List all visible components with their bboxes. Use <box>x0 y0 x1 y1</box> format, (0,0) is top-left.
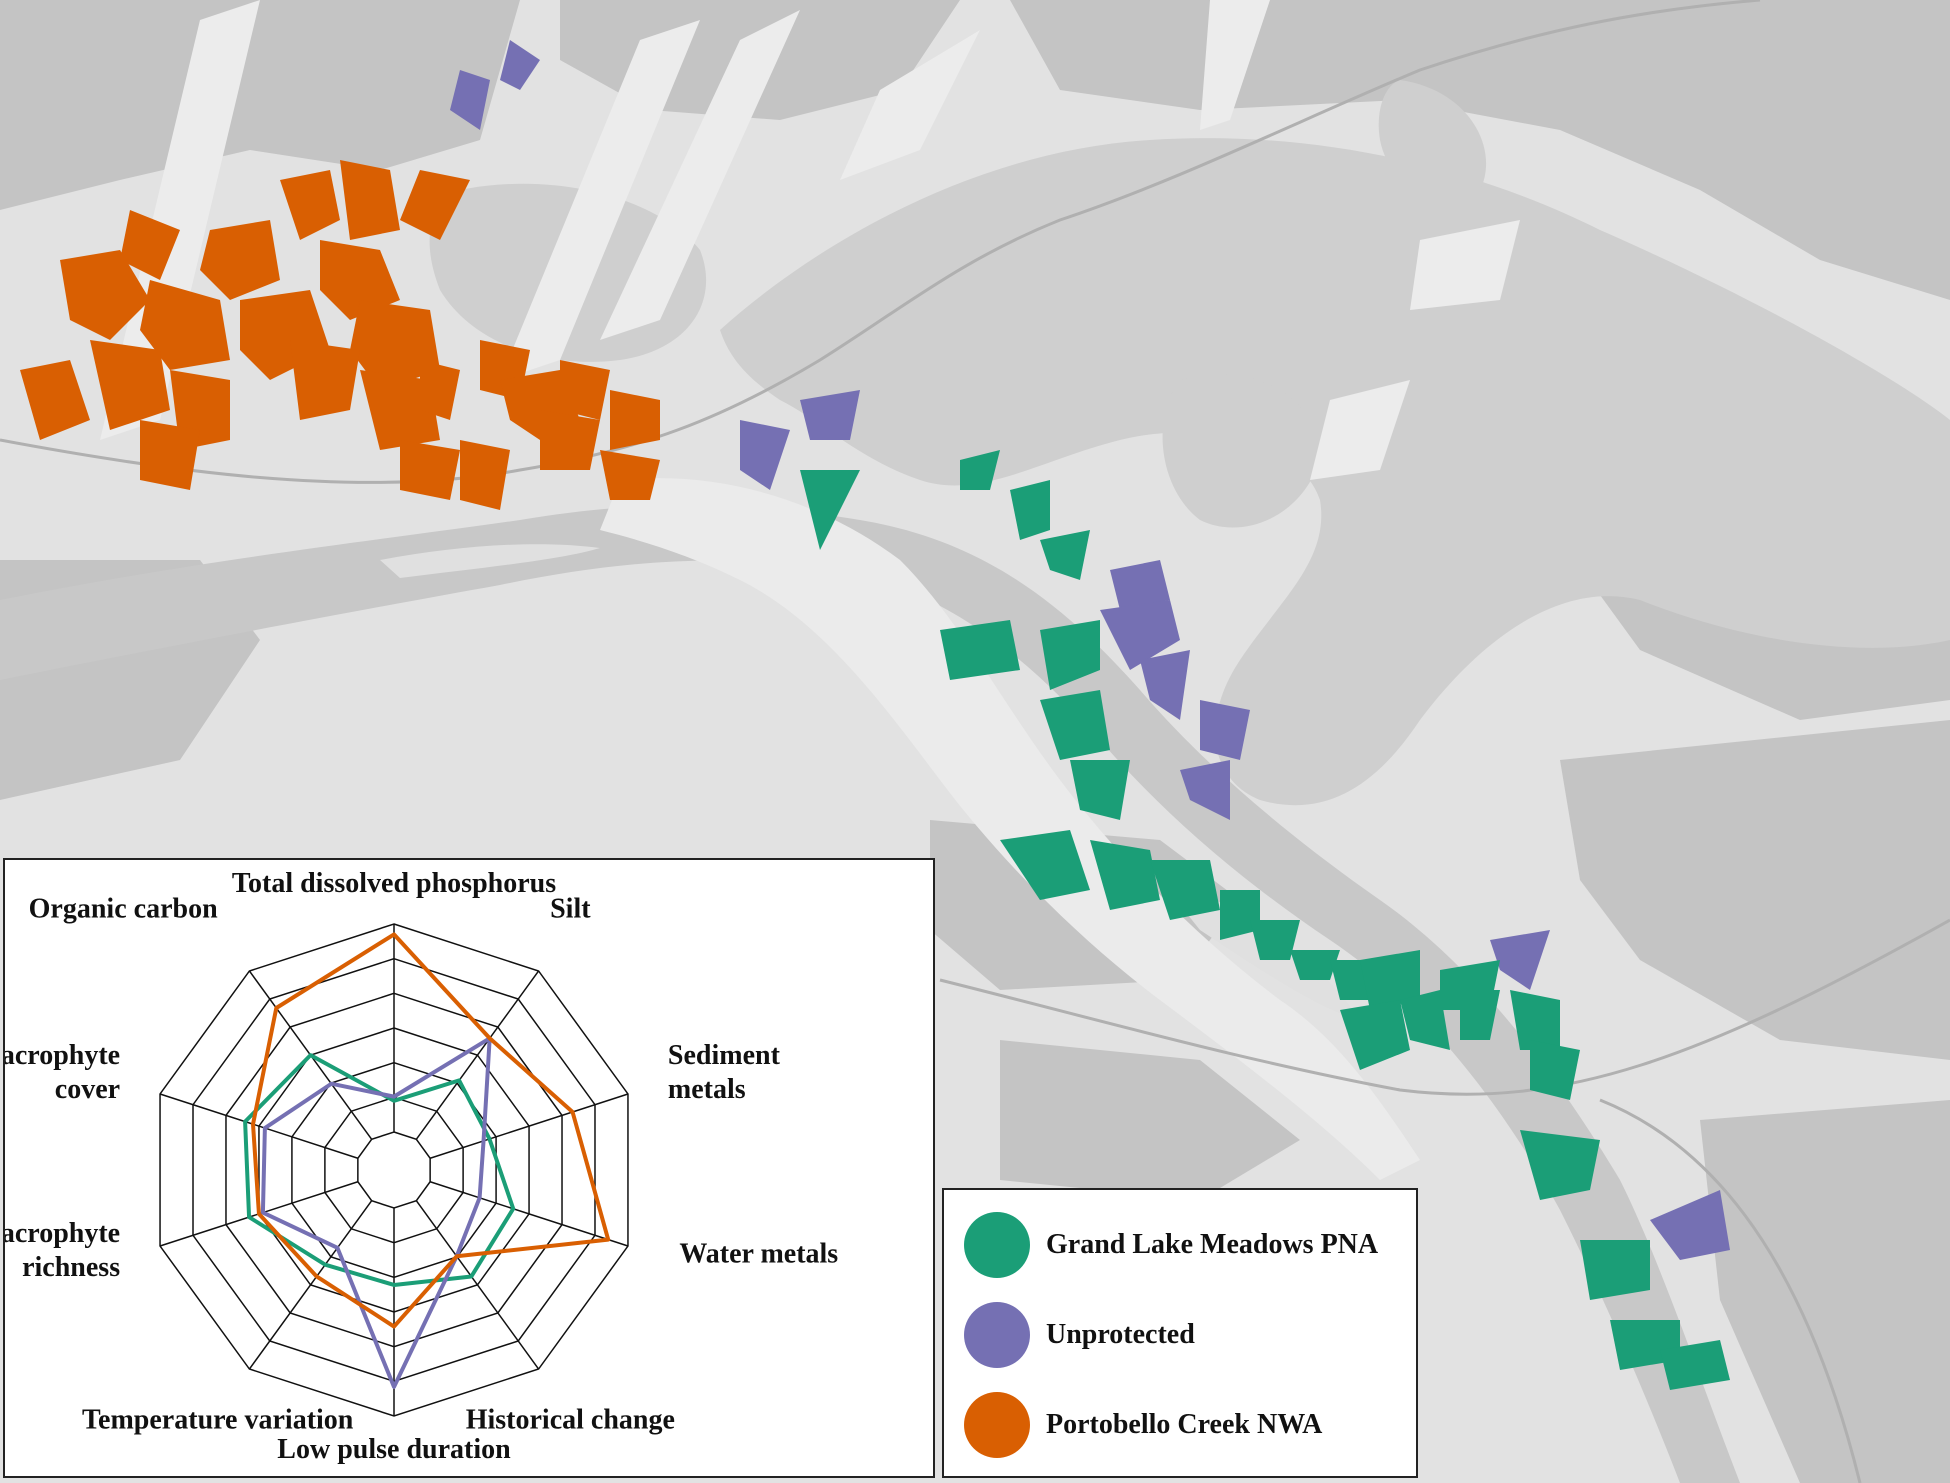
radar-grid-ring <box>357 1131 431 1209</box>
legend-item-unprotected: Unprotected <box>964 1302 1195 1368</box>
site-polygon <box>420 360 460 420</box>
site-polygon <box>1650 1190 1730 1260</box>
legend-label-portobello: Portobello Creek NWA <box>1046 1409 1323 1440</box>
radar-axis-label: Low pulse duration <box>277 1434 511 1465</box>
radar-spoke <box>429 1181 629 1247</box>
site-polygon <box>400 170 470 240</box>
site-polygon <box>600 450 660 500</box>
site-polygon <box>1200 700 1250 760</box>
radar-series-line <box>260 1036 492 1389</box>
site-polygon <box>1070 760 1130 820</box>
wetland-floodplain <box>600 478 1420 1181</box>
radar-axis-label: Temperature variation <box>82 1405 354 1436</box>
radar-series-line <box>243 1053 516 1287</box>
site-polygon <box>1660 1340 1730 1390</box>
site-polygon <box>400 440 460 500</box>
site-polygon <box>740 420 790 490</box>
sites-portobello <box>20 160 660 510</box>
radar-axis-label: Total dissolved phosphorus <box>232 868 556 899</box>
radar-spoke <box>248 1200 373 1370</box>
radar-spoke <box>415 1200 540 1370</box>
site-polygon <box>1520 1130 1600 1200</box>
radar-axis-label: Macrophytecover <box>5 1040 120 1105</box>
site-polygon <box>800 470 860 550</box>
radar-series-line <box>251 932 611 1329</box>
site-polygon <box>1510 990 1560 1050</box>
radar-spoke <box>429 1093 629 1159</box>
site-polygon <box>290 340 360 420</box>
site-polygon <box>1010 480 1050 540</box>
site-polygon <box>200 220 280 300</box>
radar-spoke <box>159 1093 359 1159</box>
legend-label-unprotected: Unprotected <box>1046 1319 1195 1350</box>
site-polygon <box>140 420 200 490</box>
site-polygon <box>1000 830 1090 900</box>
site-polygon <box>1490 930 1550 990</box>
legend: Grand Lake Meadows PNA Unprotected Porto… <box>942 1188 1418 1478</box>
site-polygon <box>1110 560 1170 610</box>
site-polygon <box>500 40 540 90</box>
site-polygon <box>350 300 440 390</box>
site-polygon <box>1460 990 1500 1040</box>
site-polygon <box>1250 920 1300 960</box>
site-polygon <box>320 240 400 320</box>
site-polygon <box>540 410 600 470</box>
radar-axis-label: Water metals <box>679 1239 838 1270</box>
site-polygon <box>960 450 1000 490</box>
site-polygon <box>1040 620 1100 690</box>
site-polygon <box>1580 1240 1650 1300</box>
legend-swatch-grand-lake <box>964 1212 1030 1278</box>
site-polygon <box>1220 890 1260 940</box>
site-polygon <box>1400 990 1450 1050</box>
site-polygon <box>1150 860 1220 920</box>
radar-axis-label: Historical change <box>466 1405 675 1436</box>
site-polygon <box>280 170 340 240</box>
sites-grand-lake <box>800 450 1730 1390</box>
radar-axis-label: Silt <box>550 893 591 924</box>
site-polygon <box>1180 760 1230 820</box>
radar-axis-label: Macrophyterichness <box>5 1218 120 1283</box>
site-polygon <box>940 620 1020 680</box>
radar-axis-label: Organic carbon <box>29 893 218 924</box>
site-polygon <box>1100 600 1180 670</box>
site-polygon <box>120 210 180 280</box>
site-polygon <box>610 390 660 450</box>
legend-swatch-portobello <box>964 1392 1030 1458</box>
legend-item-grand-lake: Grand Lake Meadows PNA <box>964 1212 1378 1278</box>
site-polygon <box>1530 1040 1580 1100</box>
site-polygon <box>60 250 150 340</box>
site-polygon <box>1360 950 1420 1010</box>
site-polygon <box>1290 950 1340 980</box>
radar-spoke <box>415 970 540 1140</box>
site-polygon <box>1140 650 1190 720</box>
site-polygon <box>800 390 860 440</box>
site-polygon <box>1090 840 1160 910</box>
site-polygon <box>460 440 510 510</box>
site-polygon <box>1340 1000 1410 1070</box>
legend-item-portobello: Portobello Creek NWA <box>964 1392 1322 1458</box>
site-polygon <box>450 70 490 130</box>
legend-label-grand-lake: Grand Lake Meadows PNA <box>1046 1229 1379 1260</box>
sites-unprotected <box>450 40 1730 1260</box>
site-polygon <box>140 280 230 370</box>
site-polygon <box>1040 530 1090 580</box>
site-polygon <box>90 340 170 430</box>
legend-swatch-unprotected <box>964 1302 1030 1368</box>
site-polygon <box>1040 690 1110 760</box>
site-polygon <box>560 360 610 420</box>
site-polygon <box>340 160 400 240</box>
site-polygon <box>20 360 90 440</box>
